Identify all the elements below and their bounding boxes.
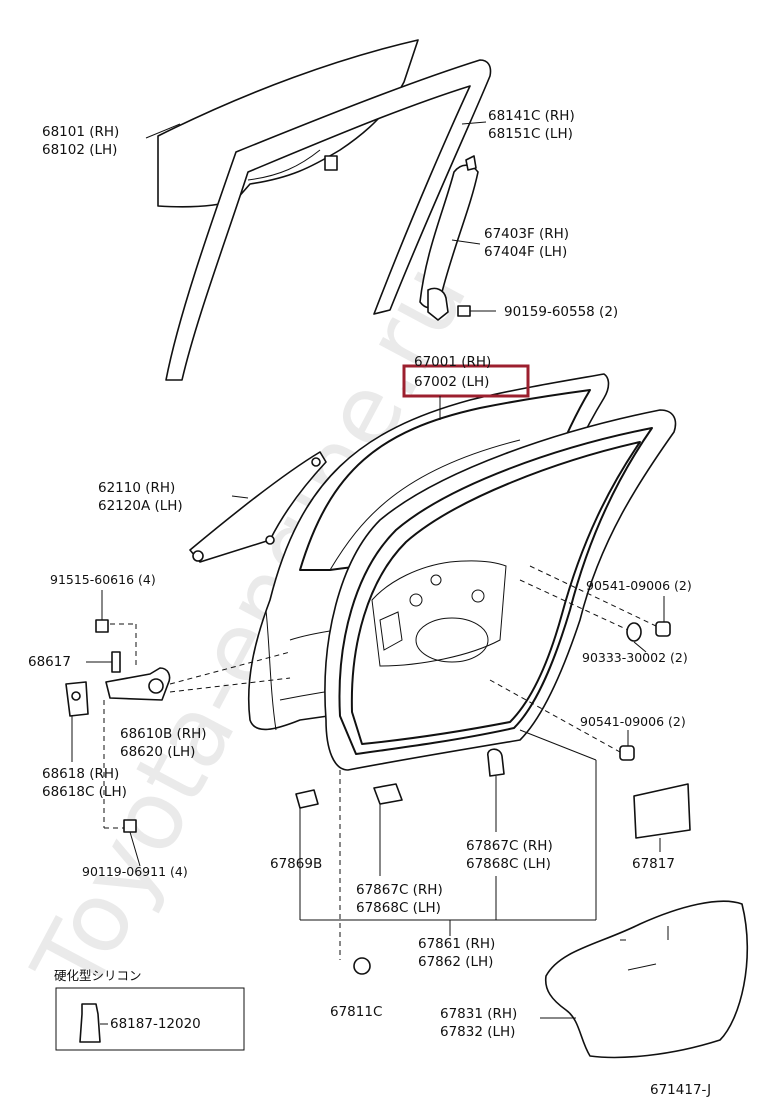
label-pin: 68617 — [28, 654, 71, 670]
label-glass-rh: 68101 (RH) — [42, 124, 119, 140]
label-clip-c-lh: 67868C (LH) — [466, 856, 551, 872]
label-channel-bolt: 90159-60558 (2) — [504, 304, 618, 320]
label-seal-pad: 67817 — [632, 856, 675, 872]
label-door-panel-lh: 67002 (LH) — [414, 374, 489, 390]
label-clip-d: 67811C — [330, 1004, 382, 1020]
label-quarter-glass-rh: 62110 (RH) — [98, 480, 175, 496]
door-glass — [157, 39, 419, 208]
clip-67867c-left — [373, 783, 403, 876]
clip-67811c — [339, 770, 371, 975]
quarter-glass — [189, 451, 327, 563]
service-hole-cover — [540, 900, 749, 1059]
label-rear-channel-rh: 67403F (RH) — [484, 226, 569, 242]
hinge-screw — [123, 819, 141, 867]
upper-hinge — [105, 651, 291, 701]
label-lower-hinge-lh: 68618C (LH) — [42, 784, 127, 800]
label-clip-c-rh: 67867C (RH) — [466, 838, 553, 854]
clip-67867c-right — [487, 748, 505, 832]
label-clip-b-lh: 67868C (LH) — [356, 900, 441, 916]
hinge-pin — [86, 651, 121, 673]
label-glass-lh: 68102 (LH) — [42, 142, 117, 158]
inner-panel-detail — [265, 560, 507, 731]
weatherstrip-bracket — [300, 729, 597, 936]
label-weatherstrip-rh: 67861 (RH) — [418, 936, 495, 952]
label-lower-hinge-rh: 68618 (RH) — [42, 766, 119, 782]
lower-hinge — [65, 681, 126, 829]
seal-pad — [633, 783, 691, 852]
label-silicone-title: 硬化型シリコン — [54, 968, 142, 983]
silicone-box — [55, 987, 245, 1051]
label-plug-upper: 90541-09006 (2) — [586, 578, 692, 593]
label-clip-a: 67869B — [270, 856, 322, 872]
label-plug-lower: 90541-09006 (2) — [580, 714, 686, 729]
run-channel — [165, 59, 492, 381]
label-service-cover-rh: 67831 (RH) — [440, 1006, 517, 1022]
label-weatherstrip-lh: 67862 (LH) — [418, 954, 493, 970]
hinge-bolt — [95, 590, 137, 668]
label-run-channel-lh: 68151C (LH) — [488, 126, 573, 142]
clip-67869b — [295, 789, 319, 920]
plug-upper — [529, 565, 671, 637]
weatherstrip-ring — [324, 409, 677, 771]
label-upper-hinge-rh: 68610B (RH) — [120, 726, 207, 742]
label-silicone-part: 68187-12020 — [110, 1016, 201, 1032]
label-service-cover-lh: 67832 (LH) — [440, 1024, 515, 1040]
channel-bolt — [457, 305, 496, 317]
plug-hole-cover — [519, 579, 647, 653]
label-hinge-screw: 90119-06911 (4) — [82, 864, 188, 879]
diagram-code: 671417-J — [650, 1082, 711, 1098]
label-quarter-glass-lh: 62120A (LH) — [98, 498, 183, 514]
label-upper-hinge-lh: 68620 (LH) — [120, 744, 195, 760]
label-hinge-bolt: 91515-60616 (4) — [50, 572, 156, 587]
label-door-panel-rh: 67001 (RH) — [414, 354, 491, 370]
plug-lower — [489, 679, 635, 761]
label-run-channel-rh: 68141C (RH) — [488, 108, 575, 124]
highlight-box — [402, 364, 530, 398]
rear-channel — [419, 155, 479, 321]
label-plug-hole: 90333-30002 (2) — [582, 650, 688, 665]
label-rear-channel-lh: 67404F (LH) — [484, 244, 567, 260]
label-clip-b-rh: 67867C (RH) — [356, 882, 443, 898]
